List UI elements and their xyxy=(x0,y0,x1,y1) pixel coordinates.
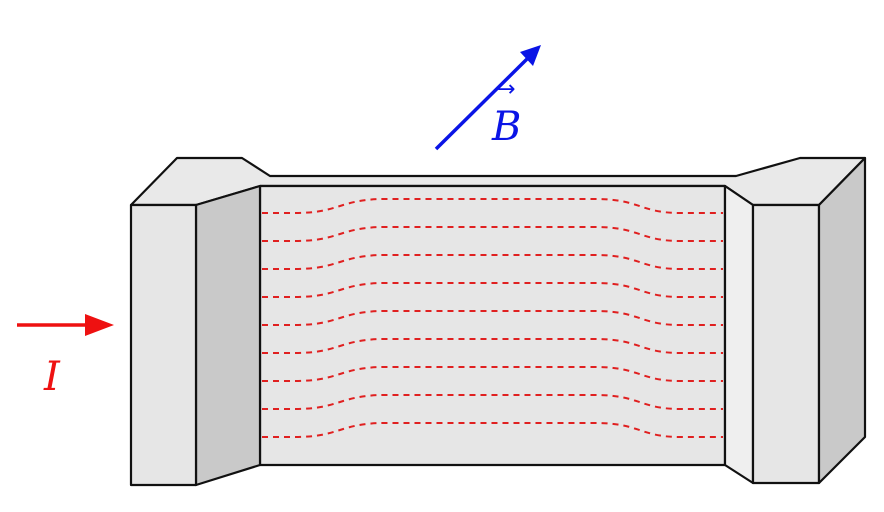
right-inner-face xyxy=(723,184,755,485)
main-front-face xyxy=(258,184,727,467)
current-flow-line xyxy=(262,282,723,298)
current-flow-lines xyxy=(262,198,723,438)
right-electrode-front xyxy=(751,203,821,485)
right-side-face xyxy=(817,156,867,485)
current-flow-line xyxy=(262,394,723,410)
current-label: I xyxy=(43,354,61,400)
field-arrowhead-icon xyxy=(520,45,541,66)
current-arrowhead-icon xyxy=(85,314,114,336)
field-label: B xyxy=(491,104,521,150)
current-flow-line xyxy=(262,422,723,438)
left-electrode-front xyxy=(129,203,198,487)
current-arrow xyxy=(17,314,114,336)
current-flow-line xyxy=(262,338,723,354)
conductor-block xyxy=(129,156,867,487)
current-flow-line xyxy=(262,254,723,270)
current-flow-line xyxy=(262,226,723,242)
left-inner-face xyxy=(194,184,262,487)
magnetic-field-arrow xyxy=(434,45,541,151)
current-flow-line xyxy=(262,198,723,214)
vector-arrow-icon: → xyxy=(497,77,515,102)
current-flow-line xyxy=(262,310,723,326)
current-flow-line xyxy=(262,366,723,382)
